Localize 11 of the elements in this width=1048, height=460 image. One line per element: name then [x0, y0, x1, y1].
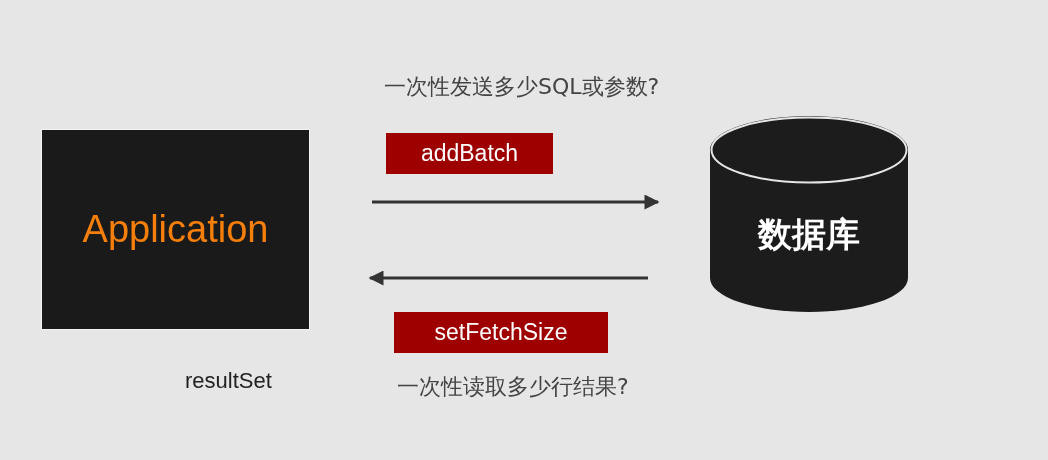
caption-text: resultSet — [185, 368, 272, 394]
arrow — [372, 194, 660, 210]
box-title: Application — [82, 208, 269, 251]
application-box — [41, 129, 310, 330]
edge-label: addBatch — [386, 133, 553, 174]
database-cylinder — [710, 116, 908, 312]
database-title: 数据库 — [756, 213, 861, 256]
arrow — [368, 270, 648, 286]
question-text: 一次性读取多少行结果? — [397, 373, 629, 401]
question-text: 一次性发送多少SQL或参数? — [384, 73, 660, 101]
edge-label: setFetchSize — [394, 312, 608, 353]
